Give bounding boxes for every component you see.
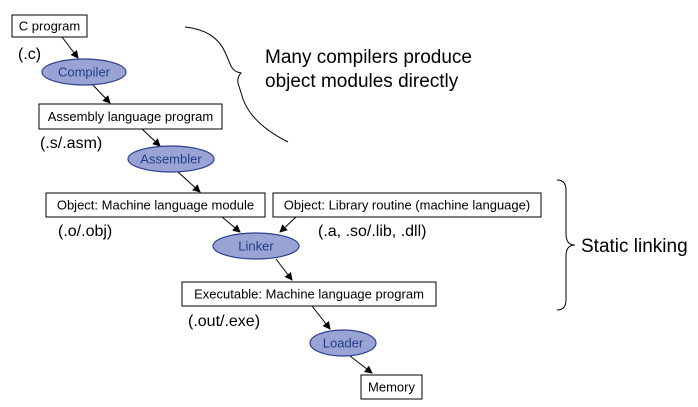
- c-program-box: C program: [11, 14, 88, 38]
- static-linking-label: Static linking: [581, 236, 688, 257]
- ext-asm-label: (.s/.asm): [40, 135, 102, 152]
- library-routine-label: Object: Library routine (machine languag…: [284, 198, 530, 213]
- ext-lib-label: (.a, .so/.lib, .dll): [318, 223, 426, 240]
- memory-label: Memory: [368, 380, 415, 395]
- memory-box: Memory: [360, 374, 423, 400]
- library-routine-box: Object: Library routine (machine languag…: [272, 192, 542, 218]
- loader-node: Loader: [309, 329, 377, 357]
- assembler-node: Assembler: [127, 145, 215, 173]
- arrow-linker-to-executable: [275, 258, 293, 281]
- c-program-label: C program: [19, 19, 80, 34]
- loader-label: Loader: [323, 336, 364, 351]
- assembly-program-label: Assembly language program: [48, 109, 213, 124]
- ext-obj-label: (.o/.obj): [58, 223, 112, 240]
- object-module-box: Object: Machine language module: [45, 192, 266, 218]
- compiler-note-line2: object modules directly: [265, 71, 459, 92]
- linker-node: Linker: [212, 232, 300, 260]
- arrow-library-to-linker: [279, 216, 297, 233]
- arrow-compiler-to-assembly: [91, 83, 111, 104]
- arrow-loader-to-memory: [349, 355, 373, 374]
- arrow-c-to-compiler: [61, 36, 79, 59]
- linker-label: Linker: [238, 239, 274, 254]
- compiler-node: Compiler: [41, 58, 127, 86]
- ext-c-label: (.c): [18, 46, 41, 63]
- compiler-note-brace: [184, 26, 289, 143]
- ext-exe-label: (.out/.exe): [188, 313, 260, 330]
- executable-label: Executable: Machine language program: [194, 287, 424, 302]
- compiler-note-line1: Many compilers produce: [265, 47, 472, 68]
- arrow-assembly-to-assembler: [141, 128, 161, 147]
- compiler-label: Compiler: [58, 65, 111, 80]
- arrow-assembler-to-object: [177, 171, 201, 193]
- static-linking-brace: [556, 179, 576, 311]
- flow-arrows: [61, 36, 373, 374]
- arrow-executable-to-loader: [311, 305, 331, 330]
- object-module-label: Object: Machine language module: [57, 198, 254, 213]
- arrow-object-to-linker: [221, 216, 241, 233]
- assembly-program-box: Assembly language program: [38, 103, 223, 130]
- assembler-label: Assembler: [140, 152, 202, 167]
- executable-box: Executable: Machine language program: [181, 281, 437, 307]
